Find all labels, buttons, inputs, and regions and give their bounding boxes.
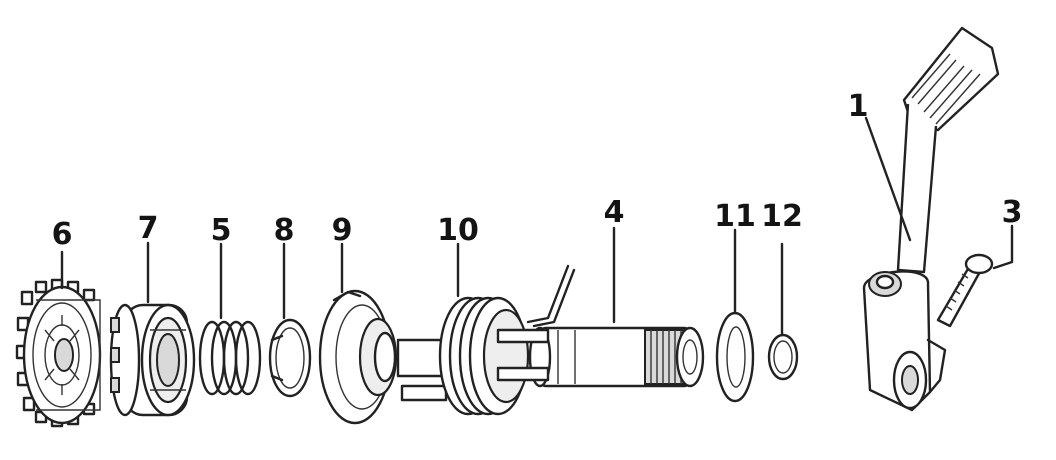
label-part-7: 7 xyxy=(138,211,159,246)
label-part-4: 4 xyxy=(604,195,625,230)
label-part-12: 12 xyxy=(761,199,803,234)
part-5-spring xyxy=(198,242,262,396)
part-3-bolt xyxy=(936,224,1014,328)
part-1-kick-lever xyxy=(862,26,1000,412)
label-part-10: 10 xyxy=(437,213,479,248)
label-part-3: 3 xyxy=(1002,195,1023,230)
part-11-washer xyxy=(715,228,755,403)
part-9-spring-guide xyxy=(318,242,398,425)
label-part-5: 5 xyxy=(211,213,232,248)
part-7-ratchet xyxy=(109,241,196,417)
part-8-circlip xyxy=(268,242,312,398)
label-part-1: 1 xyxy=(848,89,869,124)
label-part-11: 11 xyxy=(714,199,756,234)
part-6-gear xyxy=(15,250,102,428)
label-part-8: 8 xyxy=(274,213,295,248)
part-10-return-spring xyxy=(438,242,576,416)
part-12-o-ring xyxy=(767,242,799,381)
label-part-9: 9 xyxy=(332,213,353,248)
label-part-6: 6 xyxy=(52,217,73,252)
